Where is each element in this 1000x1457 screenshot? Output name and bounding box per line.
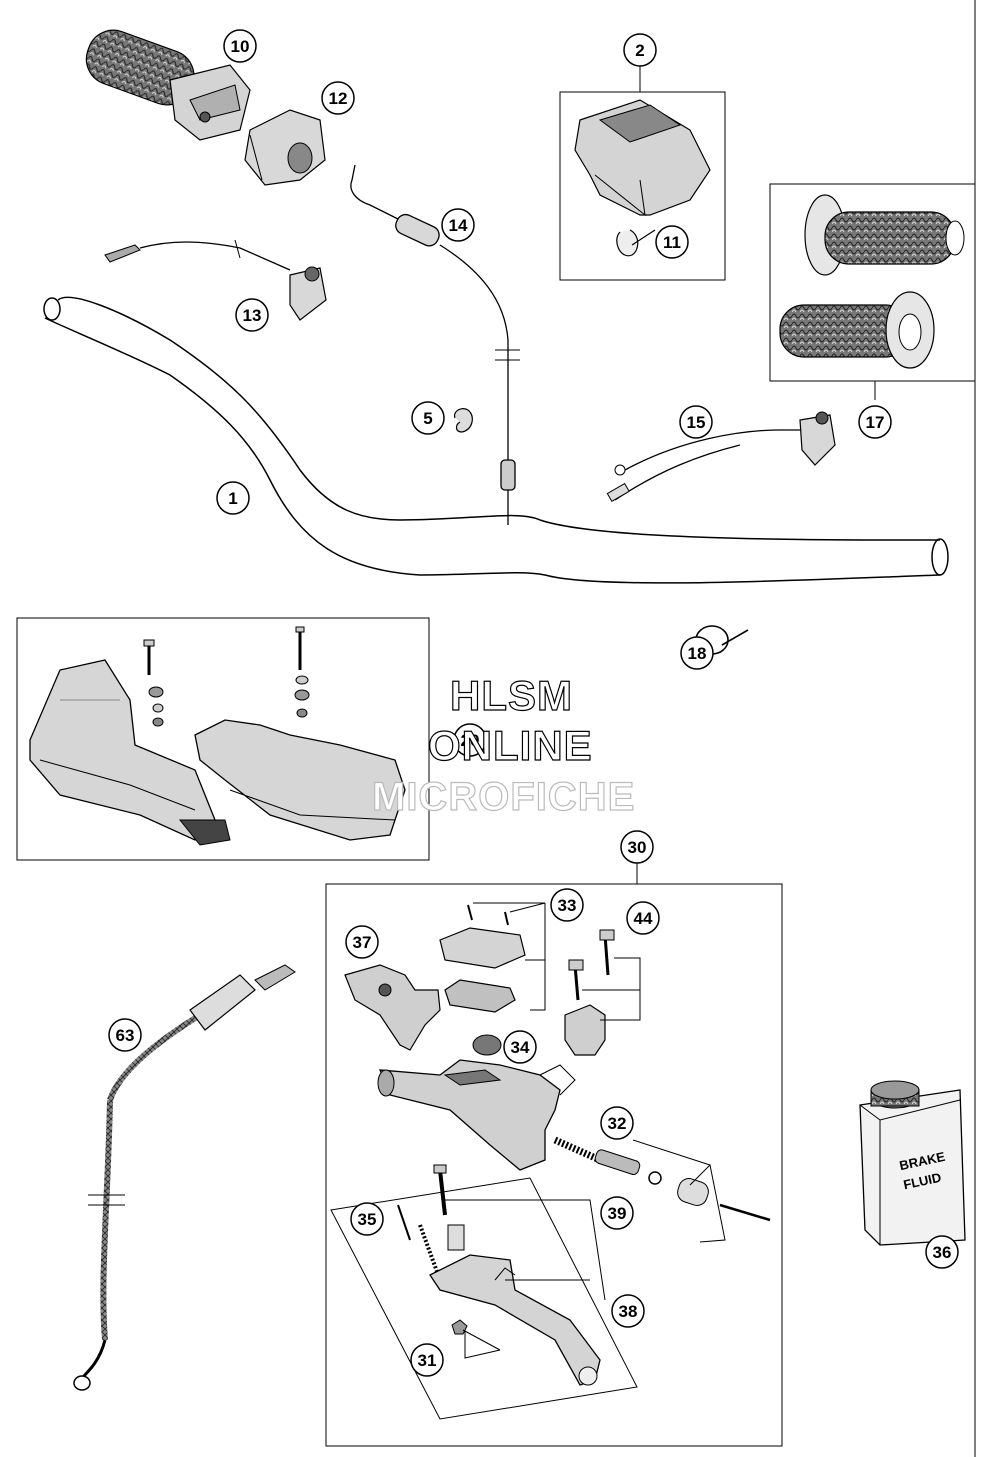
callout-33: 33 [550,888,584,922]
callout-17: 17 [858,405,892,439]
callout-number: 1 [228,489,237,508]
callout-12: 12 [321,81,355,115]
kill-switch [104,239,327,321]
callout-circle [345,925,379,959]
watermark-line3: MICROFICHE [372,775,635,819]
watermark: HLSM ONLINE MICROFICHE [371,671,635,819]
watermark-line2: ONLINE [428,722,593,769]
throttle-cable [350,164,520,525]
callout-number: 35 [358,1210,377,1229]
callout-circle [321,81,355,115]
callout-number: 18 [688,644,707,663]
throttle-cover [244,109,326,186]
callout-number: 17 [866,413,885,432]
callout-circle [350,1202,384,1236]
callout-circle [235,298,269,332]
callout-circle [600,1106,634,1140]
brake-fluid-can: BRAKE FLUID [859,1080,966,1246]
callout-circle [626,901,660,935]
callout-circle [411,401,445,435]
callout-31: 31 [410,1343,444,1377]
callout-circle [503,1030,537,1064]
callout-11: 11 [655,225,689,259]
callout-circle [600,1196,634,1230]
brake-hose [73,964,296,1391]
right-switch [606,411,836,503]
callout-circle [216,481,250,515]
callout-number: 11 [663,233,681,252]
callout-circle [679,405,713,439]
callout-number: 36 [933,1243,952,1262]
callout-10: 10 [223,29,257,63]
callout-circle [925,1235,959,1269]
throttle-grip-assembly [85,29,251,141]
callout-number: 34 [511,1038,530,1057]
callout-18: 18 [680,636,714,670]
callout-circle [611,1294,645,1328]
callout-circle [680,636,714,670]
callout-number: 44 [634,909,653,928]
bar-pad-box [559,65,726,281]
callout-number: 63 [116,1026,135,1045]
callout-number: 10 [231,37,250,56]
callout-number: 14 [449,216,468,235]
callout-number: 38 [619,1302,638,1321]
callout-circle [858,405,892,439]
callout-circle [410,1343,444,1377]
callout-number: 31 [418,1351,437,1370]
callout-number: 5 [423,409,432,428]
callout-circle [623,33,657,67]
callout-number: 37 [353,933,372,952]
callout-63: 63 [108,1018,142,1052]
callout-number: 20 [461,731,480,750]
handlebar [43,296,949,584]
callout-circle [223,29,257,63]
callout-13: 13 [235,298,269,332]
callout-circle [655,225,689,259]
callout-15: 15 [679,405,713,439]
callout-39: 39 [600,1196,634,1230]
callout-circle [550,888,584,922]
callout-circle [453,723,487,757]
callout-number: 13 [243,306,262,325]
callout-32: 32 [600,1106,634,1140]
callout-number: 2 [635,41,644,60]
callout-number: 15 [687,413,706,432]
callout-number: 12 [329,89,348,108]
callout-44: 44 [626,901,660,935]
callout-34: 34 [503,1030,537,1064]
callout-circle [108,1018,142,1052]
callout-30: 30 [620,830,654,864]
callout-20: 20 [453,723,487,757]
brake-master-cylinder-box [325,862,783,1447]
callout-circle [620,830,654,864]
callout-36: 36 [925,1235,959,1269]
callout-2: 2 [623,33,657,67]
callout-number: 32 [608,1114,627,1133]
watermark-line1: HLSM [450,672,573,719]
callout-number: 39 [608,1204,627,1223]
grips-box [769,183,976,400]
handguard-box [16,617,430,861]
cable-clip [453,408,473,433]
callout-5: 5 [411,401,445,435]
callout-35: 35 [350,1202,384,1236]
callout-38: 38 [611,1294,645,1328]
callout-14: 14 [441,208,475,242]
callout-37: 37 [345,925,379,959]
callout-number: 33 [558,896,577,915]
callout-number: 30 [628,838,647,857]
callout-1: 1 [216,481,250,515]
callout-circle [441,208,475,242]
